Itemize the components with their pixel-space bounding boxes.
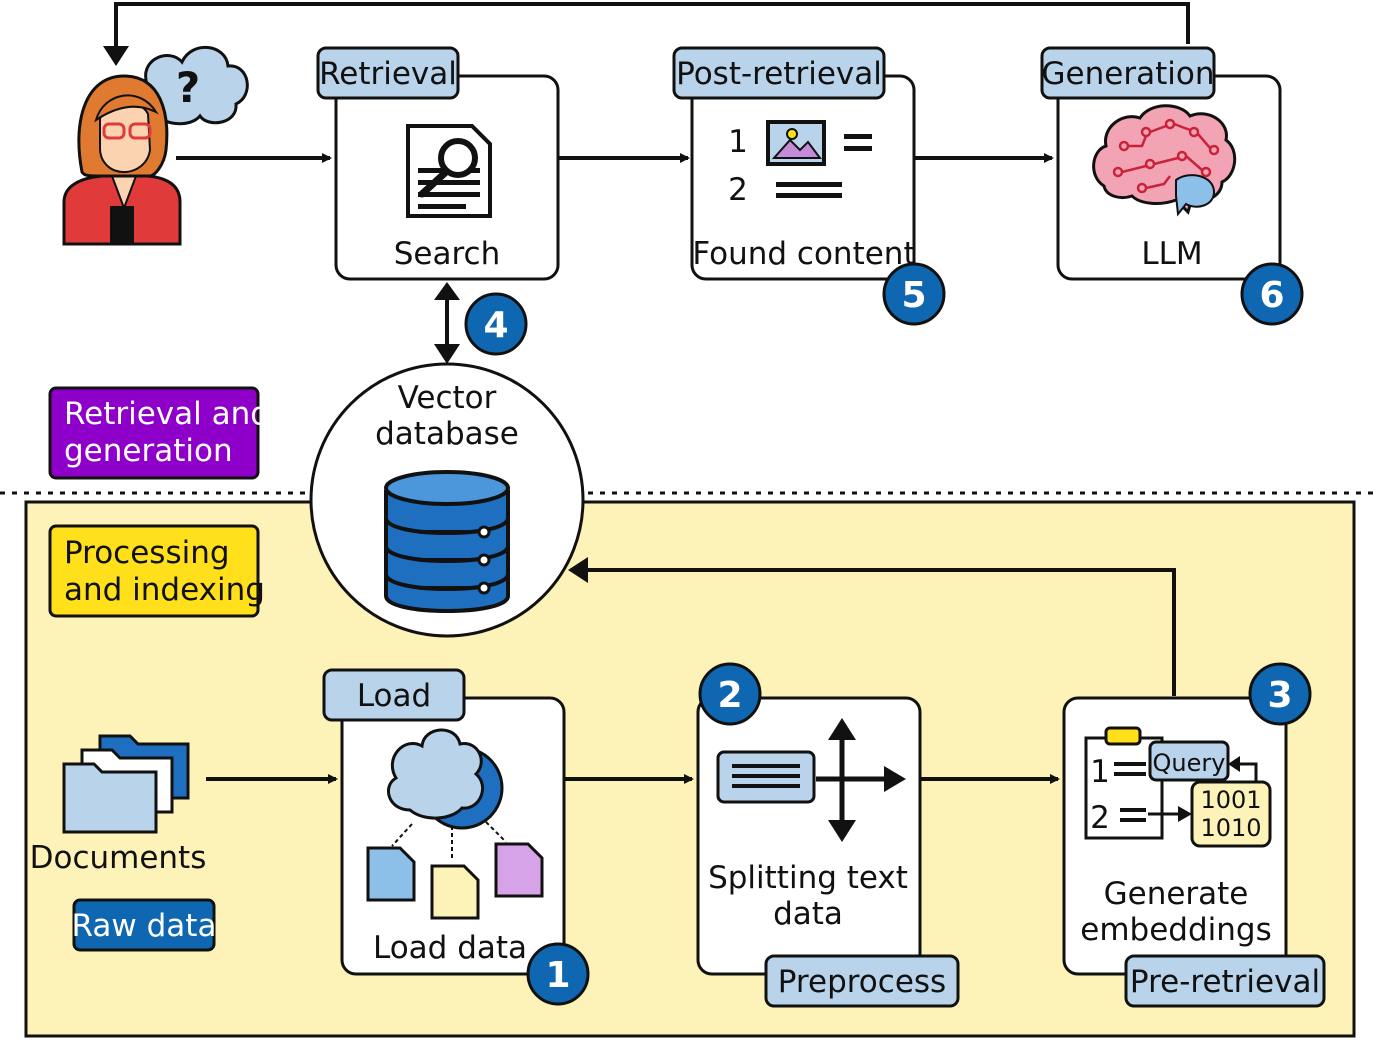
list-number-2: 2: [728, 172, 748, 208]
generation-tab-label: Generation: [1042, 56, 1215, 92]
preprocess-caption-line1: Splitting text: [708, 860, 908, 896]
legend-processing-indexing-line2: and indexing: [64, 572, 265, 608]
post-retrieval-tab-label: Post-retrieval: [676, 56, 882, 92]
vector-db-line2: database: [375, 416, 519, 452]
generation-tab: [1040, 46, 1216, 100]
split-text-icon: [716, 718, 906, 842]
vector-db-line1: Vector: [398, 380, 497, 416]
retrieval-tab: [316, 46, 460, 100]
step-badge-2-label: 2: [717, 675, 742, 716]
query-chip-label: Query: [1153, 749, 1226, 777]
step-badge-6-label: 6: [1259, 275, 1284, 316]
binary-line1: 1001: [1200, 786, 1261, 814]
legend-processing-indexing: Processing and indexing: [48, 524, 265, 618]
retrieval-caption: Search: [394, 236, 501, 272]
step-badge-1: [526, 942, 590, 1006]
step-badge-2: [698, 662, 762, 726]
post-retrieval-caption: Found content: [692, 236, 915, 272]
legend-retrieval-generation: Retrieval and generation: [48, 386, 270, 480]
arrow-embeddings-to-vector-db: [584, 568, 1176, 696]
preprocess-tab-label: Preprocess: [778, 964, 946, 1000]
load-stage: Load Load data 1: [322, 668, 590, 1006]
feedback-arrow: [114, 2, 1190, 54]
vector-database: Vector database: [309, 362, 585, 638]
database-icon: [384, 470, 510, 613]
post-retrieval-tab: [672, 46, 886, 100]
retrieval-tab-label: Retrieval: [319, 56, 457, 92]
load-caption: Load data: [373, 930, 527, 966]
preprocess-tab: [764, 954, 960, 1008]
pre-retrieval-caption-line2: embeddings: [1080, 912, 1271, 948]
thought-question-mark: ?: [176, 63, 200, 112]
generation-caption: LLM: [1141, 236, 1202, 272]
step-badge-4-label: 4: [483, 305, 508, 346]
binary-line2: 1010: [1200, 814, 1261, 842]
documents-folder-icon: [62, 734, 190, 834]
preprocess-caption-line2: data: [773, 896, 843, 932]
image-icon: [766, 120, 826, 166]
file-yellow-icon: [430, 864, 480, 920]
user-icon: ?: [62, 45, 249, 246]
load-tab: [322, 668, 466, 722]
embedding-list-2: 2: [1090, 800, 1110, 836]
file-purple-icon: [494, 842, 544, 898]
post-retrieval-stage: Post-retrieval 1 2 Found content 5: [672, 46, 946, 326]
step-badge-6: [1240, 262, 1304, 326]
load-tab-label: Load: [357, 678, 431, 714]
document-search-icon: [406, 124, 492, 218]
generation-stage: Generation LLM 6: [1040, 46, 1304, 326]
legend-retrieval-generation-line2: generation: [64, 433, 233, 469]
cloud-gear-icon: [386, 728, 507, 860]
legend-raw-data-label: Raw data: [72, 908, 217, 944]
brain-icon: [1092, 104, 1237, 217]
embedding-list-1: 1: [1090, 754, 1110, 790]
retrieval-stage: Retrieval Search: [316, 46, 560, 281]
step-badge-5: [882, 262, 946, 326]
legend-processing-indexing-line1: Processing: [64, 535, 230, 571]
file-blue-icon: [366, 846, 416, 902]
pre-retrieval-tab-label: Pre-retrieval: [1130, 964, 1320, 1000]
preprocess-stage: Splitting text data 2 Preprocess: [696, 662, 960, 1008]
pre-retrieval-stage: 1 2 Query 1001 1010 Generate embeddings …: [1062, 662, 1326, 1008]
pre-retrieval-tab: [1124, 954, 1326, 1008]
pre-retrieval-caption-line1: Generate: [1104, 876, 1249, 912]
list-number-1: 1: [728, 124, 748, 160]
binary-vector-chip: [1190, 780, 1272, 848]
step-badge-5-label: 5: [901, 275, 926, 316]
query-chip: [1148, 740, 1230, 782]
documents-caption: Documents: [30, 840, 207, 876]
legend-raw-data: Raw data: [72, 898, 217, 952]
legend-retrieval-generation-line1: Retrieval and: [64, 396, 270, 432]
step-badge-4: [464, 292, 528, 356]
step-badge-3-label: 3: [1267, 675, 1292, 716]
step-badge-1-label: 1: [545, 955, 570, 996]
step-badge-3: [1248, 662, 1312, 726]
